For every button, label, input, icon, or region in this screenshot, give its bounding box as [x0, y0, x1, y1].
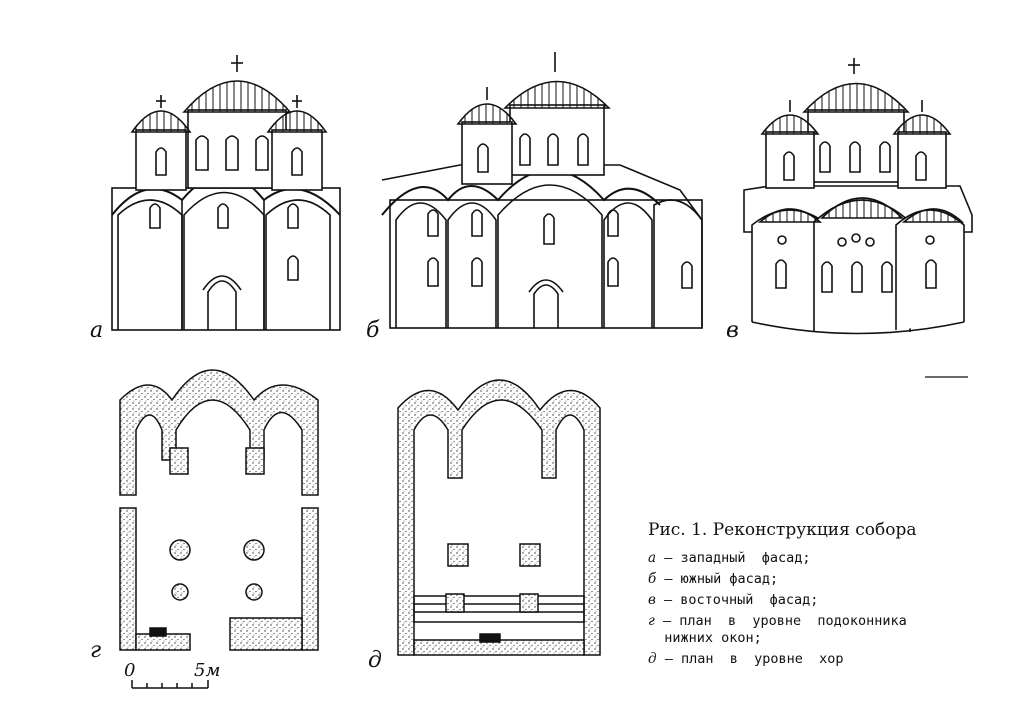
panel-letter-b: б	[366, 318, 380, 343]
caption-title: Рис. 1. Реконструкция собора	[648, 520, 917, 540]
plan-choir-level	[397, 379, 601, 656]
southern-facade	[381, 52, 703, 329]
caption-item: б — южный фасад;	[648, 571, 779, 587]
eastern-facade	[743, 58, 973, 335]
caption-item: д — план в уровне хор	[648, 651, 844, 667]
panel-letter-a: а	[90, 318, 104, 343]
plan-lower-windows	[119, 369, 319, 651]
caption-item: в — восточный фасад;	[648, 592, 819, 608]
caption-item: а — западный фасад;	[648, 550, 811, 566]
figure-caption: Рис. 1. Реконструкция собора а — западны…	[648, 520, 978, 672]
scale-bar	[131, 680, 209, 689]
panel-letter-g: г	[90, 638, 102, 663]
scale-label-zero: 0	[124, 660, 136, 681]
caption-item: г — план в уровне подоконника нижних око…	[648, 613, 907, 646]
western-facade	[111, 55, 341, 331]
scale-label-five: 5м	[194, 660, 221, 681]
panel-letter-d: д	[368, 648, 382, 673]
panel-letter-v: в	[726, 318, 739, 343]
